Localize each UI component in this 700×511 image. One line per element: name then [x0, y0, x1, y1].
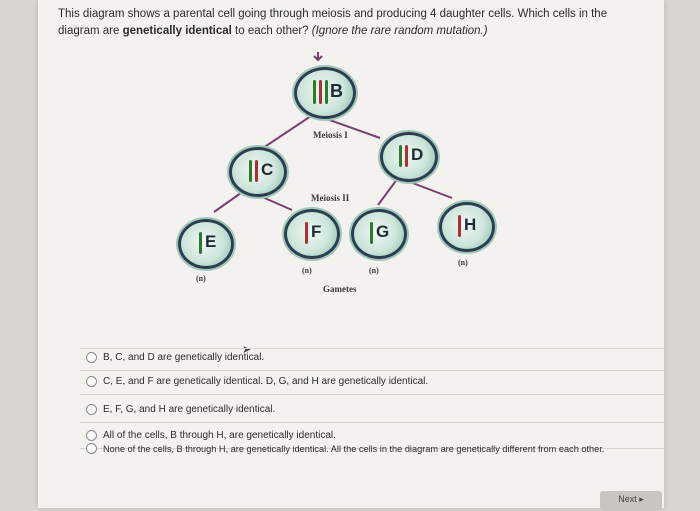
chromosome-icon — [458, 215, 461, 237]
chromosome-icon — [313, 80, 316, 104]
meiosis-diagram: B Meiosis I C D Meiosis II E (n) F (n) G… — [178, 52, 495, 294]
cell-d-label: D — [411, 145, 424, 164]
chromosome-icon — [255, 160, 258, 182]
option-4[interactable]: All of the cells, B through H, are genet… — [86, 430, 336, 441]
option-2[interactable]: C, E, and F are genetically identical. D… — [86, 376, 428, 387]
cell-c-label: C — [261, 160, 274, 179]
radio-button[interactable] — [86, 376, 97, 387]
cell-e: E — [178, 219, 234, 269]
haploid-label-h: (n) — [458, 258, 468, 267]
option-1[interactable]: B, C, and D are genetically identical. — [86, 352, 264, 363]
cell-b: B — [294, 67, 356, 119]
chromosome-icon — [305, 222, 308, 244]
radio-button[interactable] — [86, 352, 97, 363]
option-3-text: E, F, G, and H are genetically identical… — [103, 404, 276, 415]
answer-options: B, C, and D are genetically identical. C… — [0, 340, 700, 508]
divider — [80, 448, 665, 449]
option-5-text: None of the cells, B through H, are gene… — [103, 443, 605, 454]
cell-d: D — [380, 132, 438, 182]
cell-b-label: B — [330, 81, 343, 101]
option-2-text: C, E, and F are genetically identical. D… — [103, 376, 429, 387]
option-4-text: All of the cells, B through H, are genet… — [103, 430, 336, 441]
cell-h-label: H — [464, 215, 477, 234]
cell-f-label: F — [311, 222, 322, 241]
question-part-2: to each other? — [231, 25, 312, 37]
question-part-1: This diagram shows a parental cell going… — [58, 8, 608, 37]
question-note: (Ignore the rare random mutation.) — [311, 25, 488, 37]
haploid-label-e: (n) — [196, 274, 206, 283]
radio-button[interactable] — [86, 430, 97, 441]
cell-e-label: E — [205, 232, 217, 251]
meiosis-2-label: Meiosis II — [311, 193, 350, 203]
option-5[interactable]: None of the cells, B through H, are gene… — [86, 443, 604, 454]
question-text: This diagram shows a parental cell going… — [58, 6, 648, 40]
chromosome-icon — [399, 145, 402, 167]
radio-button[interactable] — [86, 443, 97, 454]
option-3[interactable]: E, F, G, and H are genetically identical… — [86, 404, 275, 415]
option-1-text: B, C, and D are genetically identical. — [103, 352, 265, 363]
chromosome-icon — [325, 80, 328, 104]
cell-g: G — [351, 209, 407, 259]
chromosome-icon — [249, 160, 252, 182]
divider — [80, 370, 665, 371]
radio-button[interactable] — [86, 404, 97, 415]
cell-g-label: G — [376, 222, 390, 241]
divider — [80, 422, 665, 423]
cell-f: F — [284, 209, 340, 259]
chromosome-icon — [319, 80, 322, 104]
next-button[interactable]: Next ▸ — [600, 491, 662, 511]
cell-h: H — [439, 202, 495, 252]
haploid-label-f: (n) — [302, 266, 312, 275]
chromosome-icon — [370, 222, 373, 244]
question-emphasis: genetically identical — [122, 25, 232, 37]
meiosis-1-label: Meiosis I — [313, 130, 348, 140]
chromosome-icon — [405, 145, 408, 167]
mouse-cursor-icon: ➤ — [242, 344, 252, 356]
haploid-label-g: (n) — [369, 266, 379, 275]
chromosome-icon — [199, 232, 202, 254]
cell-c: C — [229, 147, 287, 197]
divider — [80, 394, 665, 395]
gametes-label: Gametes — [323, 284, 357, 294]
divider — [80, 348, 665, 349]
